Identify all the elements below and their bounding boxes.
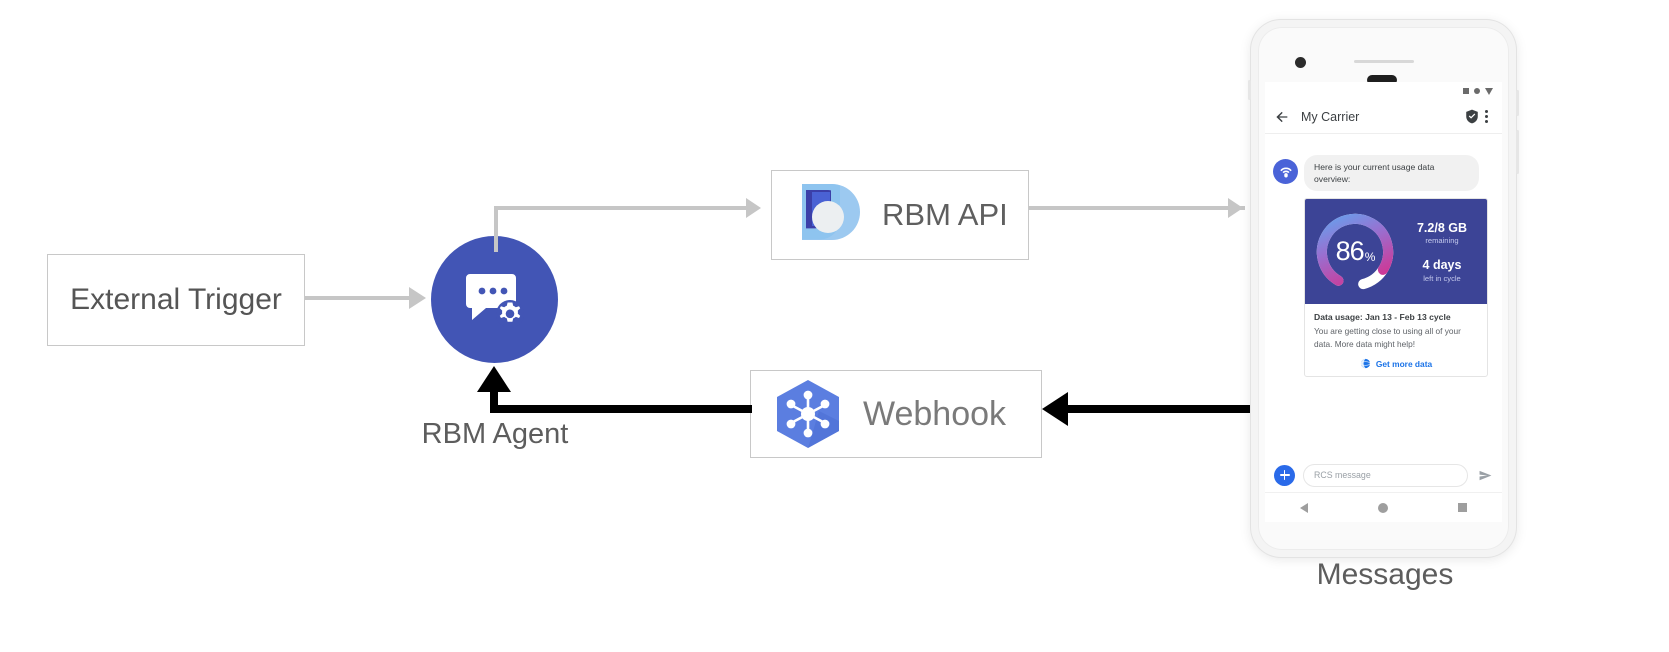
verified-shield-icon (1466, 109, 1478, 124)
chat-gear-icon (465, 273, 524, 328)
rich-card-media: 86 % 7.2/8 GB remaining 4 days left in c… (1305, 199, 1487, 305)
node-rbm-agent[interactable] (431, 236, 558, 363)
send-icon[interactable] (1478, 468, 1493, 483)
message-composer: RCS message (1265, 458, 1502, 492)
incoming-message-row: Here is your current usage data overview… (1273, 155, 1494, 192)
message-input[interactable]: RCS message (1303, 463, 1468, 487)
get-more-data-label: Get more data (1375, 358, 1433, 369)
nav-recents-icon[interactable] (1458, 503, 1467, 512)
rbm-api-label: RBM API (882, 197, 1008, 232)
square-icon (1463, 88, 1469, 94)
connector-trigger-to-agent (305, 296, 411, 300)
rich-card-stats: 7.2/8 GB remaining 4 days left in cycle (1401, 221, 1487, 283)
days-left-value: 4 days (1422, 258, 1462, 273)
arrowhead-agent-to-api (746, 198, 761, 218)
gauge-percent-value: 86 (1335, 236, 1365, 267)
data-remaining-sublabel: remaining (1425, 236, 1459, 246)
triangle-down-icon (1485, 87, 1493, 95)
connector-agent-to-api-vertical (494, 206, 498, 252)
status-bar (1265, 82, 1502, 100)
rich-card[interactable]: 86 % 7.2/8 GB remaining 4 days left in c… (1304, 198, 1488, 378)
webhook-label: Webhook (863, 394, 1007, 433)
rich-card-description: You are getting close to using all of yo… (1314, 326, 1461, 349)
front-camera-icon (1295, 57, 1306, 68)
gauge-percent-symbol: % (1364, 249, 1376, 264)
node-external-trigger[interactable]: External Trigger (47, 254, 305, 346)
hexagon-nodes-icon (777, 380, 839, 448)
phone-screen: My Carrier (1265, 82, 1502, 522)
speaker-slot (1367, 75, 1397, 85)
app-bar-title: My Carrier (1301, 109, 1360, 124)
data-remaining-value: 7.2/8 GB (1416, 221, 1468, 236)
rbm-api-logo-icon (802, 184, 860, 240)
node-rbm-api[interactable]: RBM API (771, 170, 1029, 260)
messages-label: Messages (1316, 558, 1454, 591)
connector-agent-to-api-horizontal (494, 206, 748, 210)
rbm-agent-label: RBM Agent (421, 418, 569, 450)
arrowhead-trigger-to-agent (409, 287, 426, 309)
earpiece-grille (1354, 60, 1414, 63)
circle-icon (1474, 88, 1480, 94)
get-more-data-button[interactable]: Get more data (1314, 358, 1478, 369)
external-trigger-label: External Trigger (70, 283, 282, 316)
arrowhead-device-to-webhook (1042, 392, 1068, 426)
overflow-menu-icon[interactable] (1479, 109, 1493, 125)
android-nav-bar (1265, 492, 1502, 522)
connector-device-to-webhook (1068, 405, 1258, 413)
arrowhead-api-to-device (1228, 198, 1243, 218)
data-usage-gauge: 86 % (1309, 206, 1401, 298)
message-input-placeholder: RCS message (1314, 470, 1371, 480)
connector-webhook-to-agent-vertical (490, 392, 498, 413)
days-left-sublabel: left in cycle (1423, 273, 1461, 283)
globe-icon (1360, 359, 1371, 369)
rich-card-body: Data usage: Jan 13 - Feb 13 cycle You ar… (1305, 304, 1487, 376)
arrowhead-webhook-to-agent (477, 366, 511, 392)
app-bar: My Carrier (1265, 100, 1502, 134)
node-webhook[interactable]: Webhook (750, 370, 1042, 458)
conversation-area: Here is your current usage data overview… (1265, 135, 1502, 458)
phone-side-button-left (1248, 80, 1251, 100)
nav-home-icon[interactable] (1378, 502, 1388, 513)
back-arrow-icon[interactable] (1274, 109, 1290, 125)
connector-webhook-to-agent-horizontal (490, 405, 752, 413)
incoming-message-text: Here is your current usage data overview… (1304, 155, 1479, 192)
rich-card-title: Data usage: Jan 13 - Feb 13 cycle (1314, 312, 1451, 323)
device-phone: My Carrier (1248, 20, 1519, 557)
phone-side-button-right-power (1516, 90, 1519, 116)
rcs-brand-avatar-icon (1273, 159, 1298, 184)
nav-back-icon[interactable] (1300, 502, 1308, 513)
plus-icon[interactable] (1274, 464, 1295, 486)
phone-side-button-right-volume (1516, 130, 1519, 174)
connector-api-to-device (1029, 206, 1245, 210)
gauge-center-label: 86 % (1309, 206, 1401, 298)
